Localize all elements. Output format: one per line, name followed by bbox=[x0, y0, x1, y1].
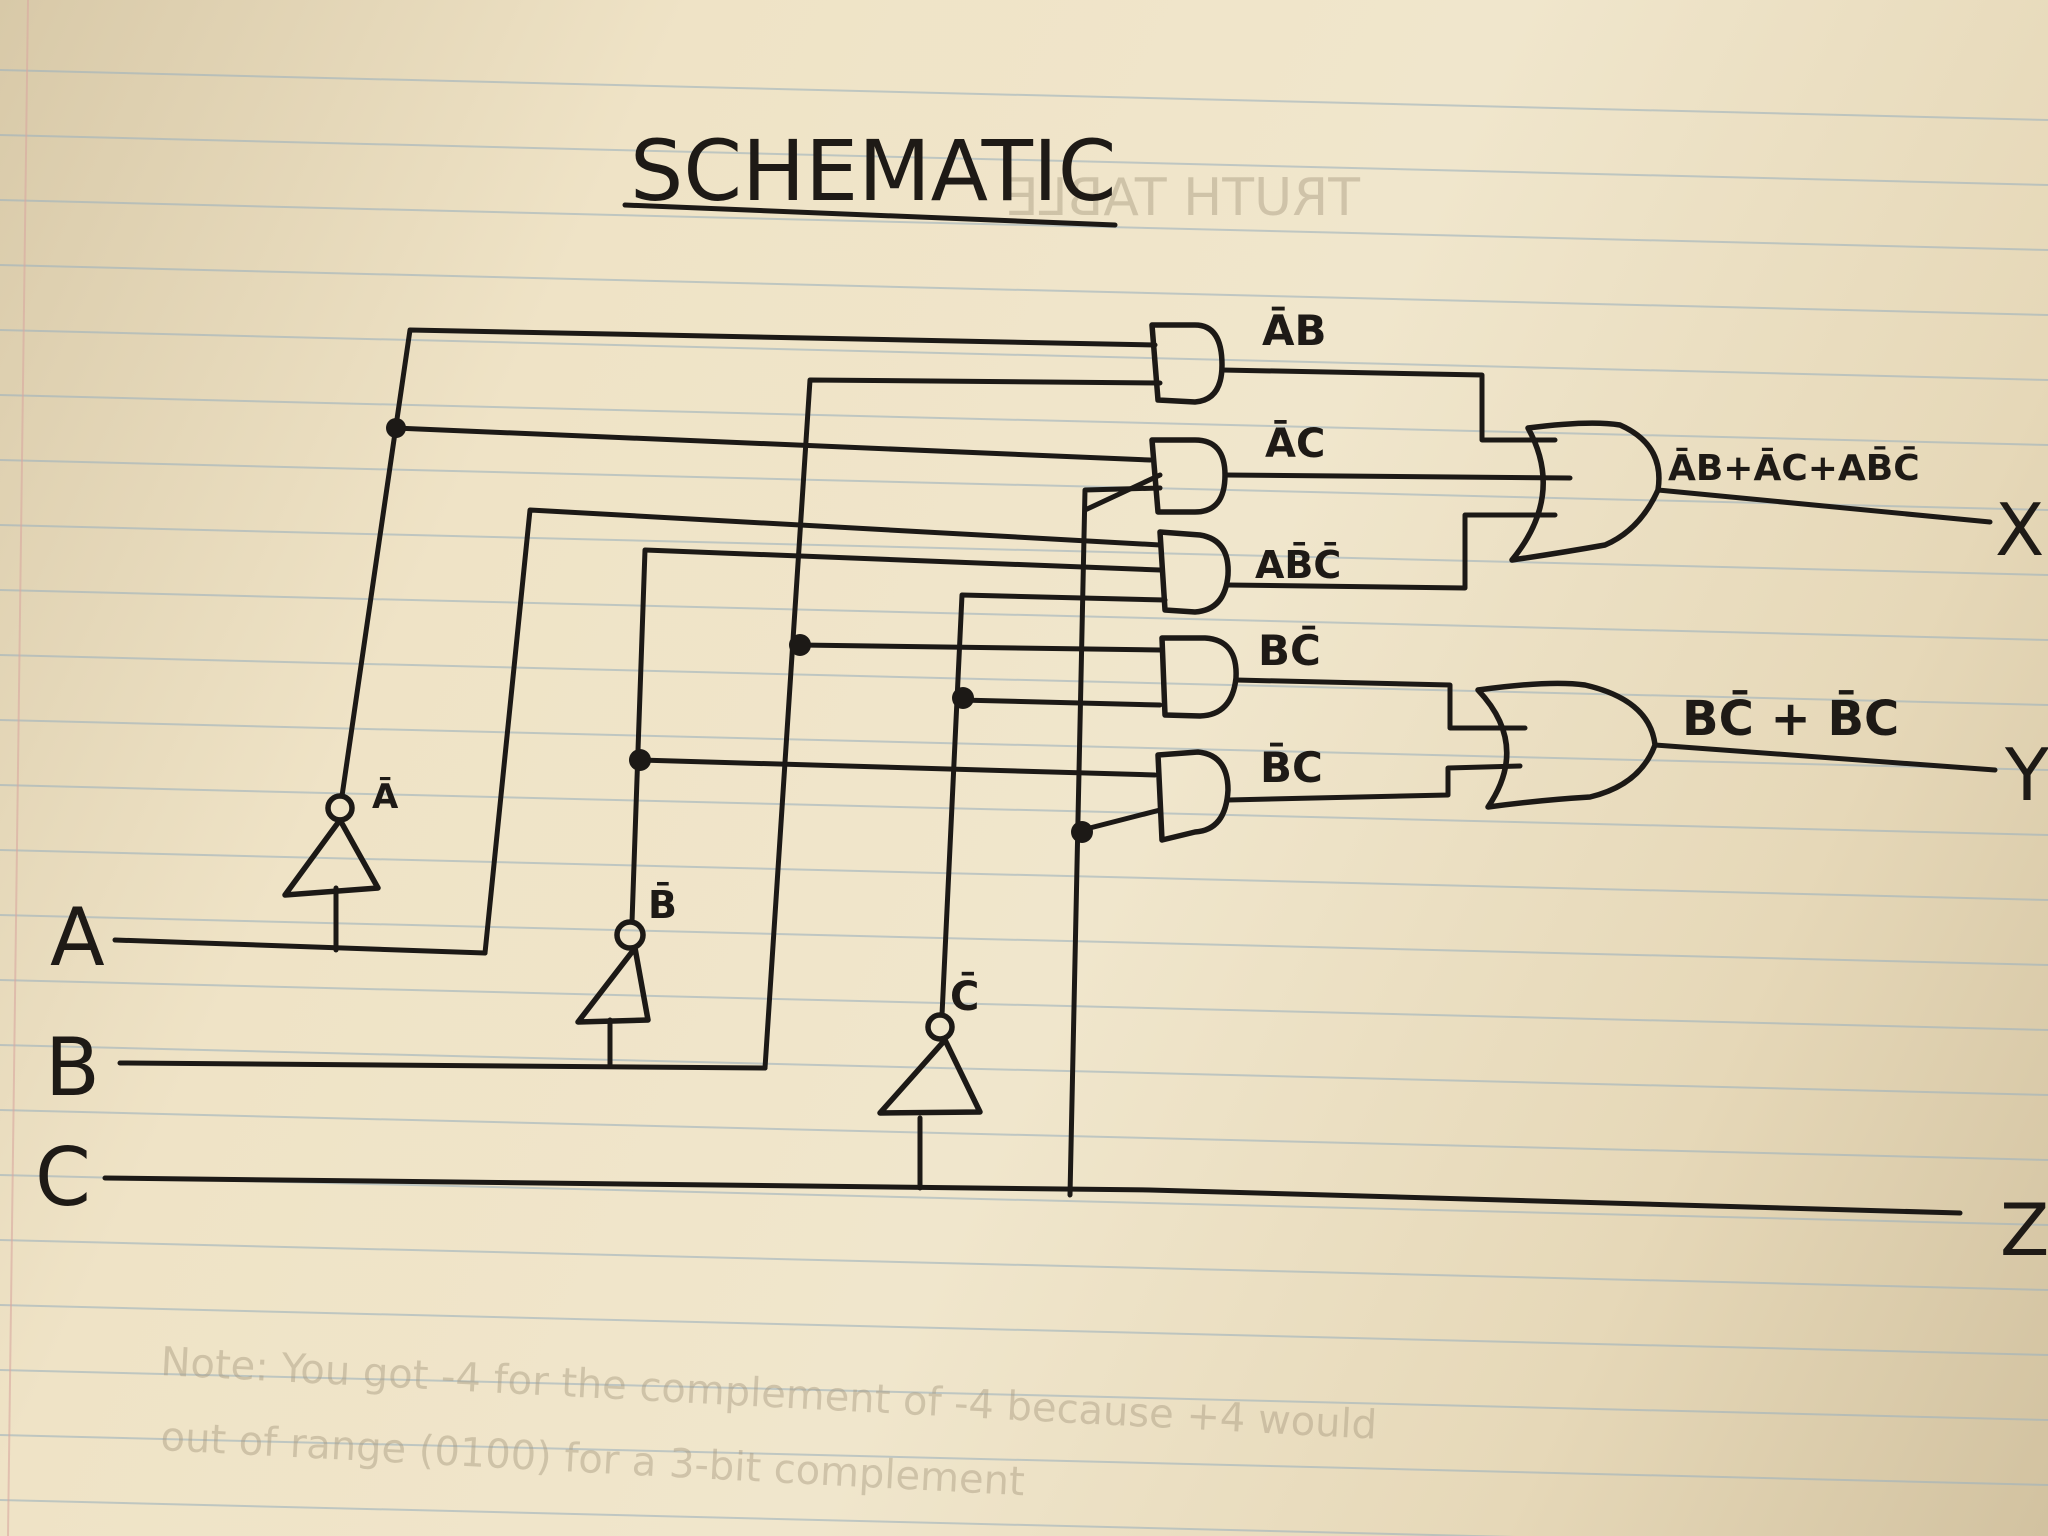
and-gate-5: B̄C bbox=[1155, 741, 1323, 843]
schematic-title: SCHEMATIC bbox=[630, 122, 1116, 220]
and-gate-3: AB̄C̄ bbox=[1157, 529, 1341, 615]
and-label-1: ĀB bbox=[1262, 306, 1327, 355]
junction-dots bbox=[386, 418, 1093, 843]
inverter-label-a-bar: Ā bbox=[372, 777, 399, 817]
output-label-y: Y bbox=[2004, 733, 2048, 817]
or-x-expression: ĀB+ĀC+AB̄C̄ bbox=[1668, 445, 1920, 489]
inverter-b: B̄ bbox=[575, 547, 1163, 1069]
inverter-c: C̄ bbox=[877, 592, 1168, 1191]
or-y-expression: BC̄ + B̄C bbox=[1682, 689, 1899, 747]
or-gate-x: ĀB+ĀC+AB̄C̄ bbox=[1509, 420, 1993, 563]
and-label-3: AB̄C̄ bbox=[1255, 542, 1341, 587]
input-label-c: C bbox=[35, 1131, 91, 1224]
and-label-5: B̄C bbox=[1260, 741, 1323, 792]
inverter-a: Ā bbox=[282, 327, 1158, 953]
and-gate-1: ĀB bbox=[1149, 306, 1327, 405]
and-gate-4: BC̄ bbox=[1159, 624, 1321, 719]
bleed-heading: TRUTH TABLE bbox=[1006, 168, 1361, 228]
signal-bus bbox=[392, 377, 1163, 1198]
output-label-x: X bbox=[1995, 488, 2044, 572]
and-label-2: ĀC bbox=[1265, 419, 1325, 467]
inverter-label-c-bar: C̄ bbox=[950, 972, 979, 1020]
inverter-label-b-bar: B̄ bbox=[648, 882, 677, 927]
or-gate-y: BC̄ + B̄C bbox=[1475, 680, 1998, 810]
output-label-z: Z bbox=[2000, 1188, 2048, 1272]
and-to-or-wires bbox=[1219, 367, 1573, 803]
and-gate-2: ĀC bbox=[1149, 419, 1325, 515]
bleed-note-line2: out of range (0100) for a 3-bit compleme… bbox=[159, 1414, 1025, 1505]
input-label-a: A bbox=[50, 891, 105, 984]
input-label-b: B bbox=[45, 1021, 100, 1114]
input-wires bbox=[102, 937, 1963, 1216]
and-label-4: BC̄ bbox=[1258, 624, 1321, 675]
